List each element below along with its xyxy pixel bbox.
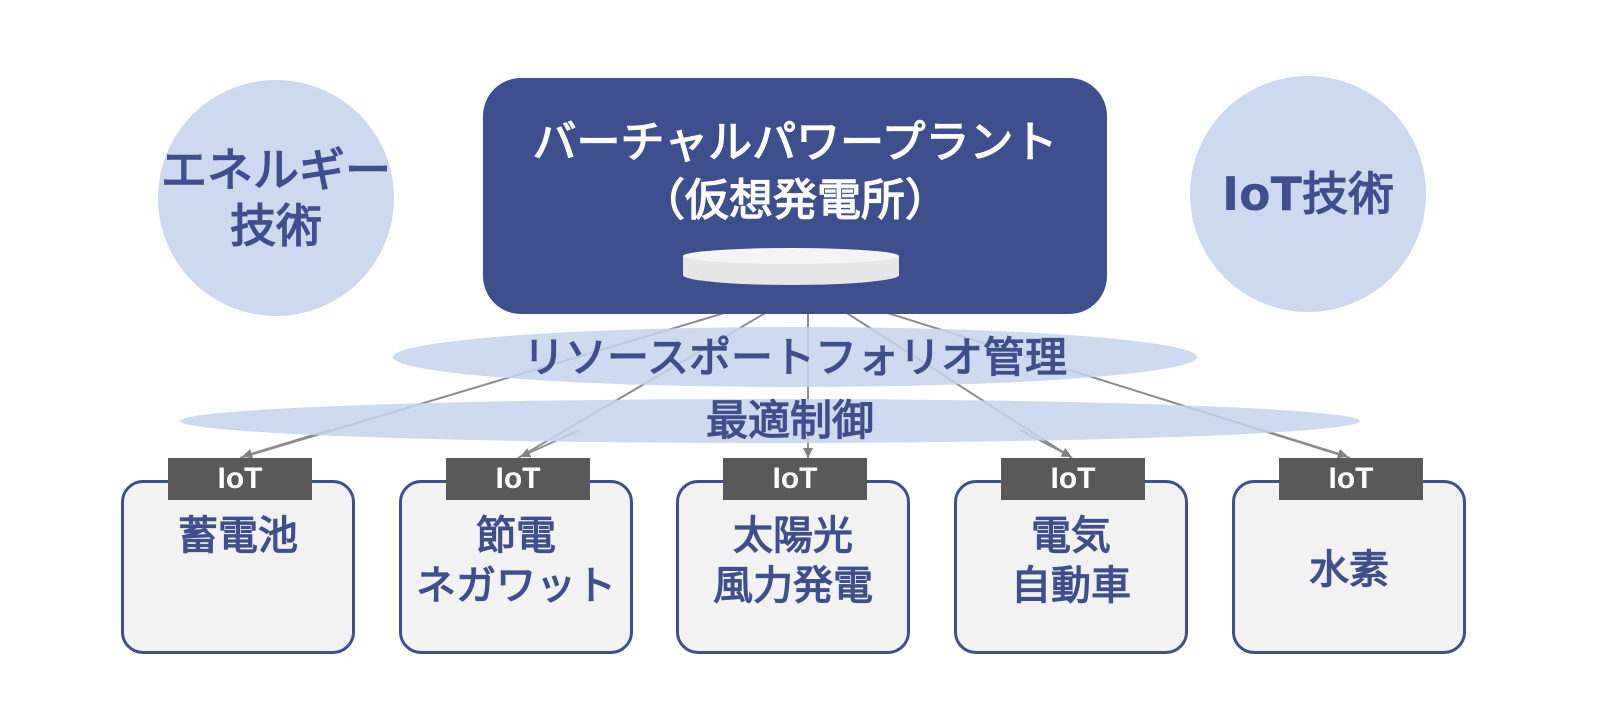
optimal-layer-ellipse xyxy=(180,399,1360,443)
optimal-control-label: 最適制御 xyxy=(705,396,874,445)
iot-tech-circle: IoT技術 xyxy=(1190,76,1426,312)
iot-tag-5: IoT xyxy=(1279,458,1423,500)
resource-box-negawatt: 節電 ネガワット xyxy=(399,480,633,654)
iot-tech-label: IoT技術 xyxy=(1221,167,1395,221)
resource-3-line2: 風力発電 xyxy=(713,563,873,609)
down-arrow-5 xyxy=(1261,429,1348,459)
resource-1-line1: 蓄電池 xyxy=(178,513,298,559)
iot-tag-1: IoT xyxy=(168,458,312,500)
resource-box-battery: 蓄電池 xyxy=(121,480,355,654)
iot-tag-4: IoT xyxy=(1001,458,1145,500)
portfolio-layer-ellipse xyxy=(393,327,1197,387)
vpp-block: バーチャルパワープラント （仮想発電所） xyxy=(483,78,1107,314)
resource-2-line2: ネガワット xyxy=(416,563,616,609)
resource-5-line1: 水素 xyxy=(1309,547,1389,593)
resource-box-solar-wind: 太陽光 風力発電 xyxy=(676,480,910,654)
resource-4-line1: 電気 xyxy=(1031,513,1111,559)
energy-tech-circle: エネルギー 技術 xyxy=(158,80,394,316)
portfolio-management-label: リソースポートフォリオ管理 xyxy=(523,333,1067,382)
resource-2-line1: 節電 xyxy=(476,513,556,559)
resource-box-hydrogen: 水素 xyxy=(1232,480,1466,654)
vpp-title: バーチャルパワープラント xyxy=(532,117,1058,168)
vpp-subtitle: （仮想発電所） xyxy=(641,175,949,226)
resource-4-line2: 自動車 xyxy=(1011,563,1131,609)
energy-tech-line1: エネルギー xyxy=(161,143,391,197)
resource-box-ev: 電気 自動車 xyxy=(954,480,1188,654)
iot-tag-3: IoT xyxy=(723,458,867,500)
platform-disc-icon xyxy=(683,248,899,285)
energy-tech-line2: 技術 xyxy=(230,199,322,253)
resource-3-line1: 太陽光 xyxy=(733,513,853,559)
iot-tag-2: IoT xyxy=(446,458,590,500)
